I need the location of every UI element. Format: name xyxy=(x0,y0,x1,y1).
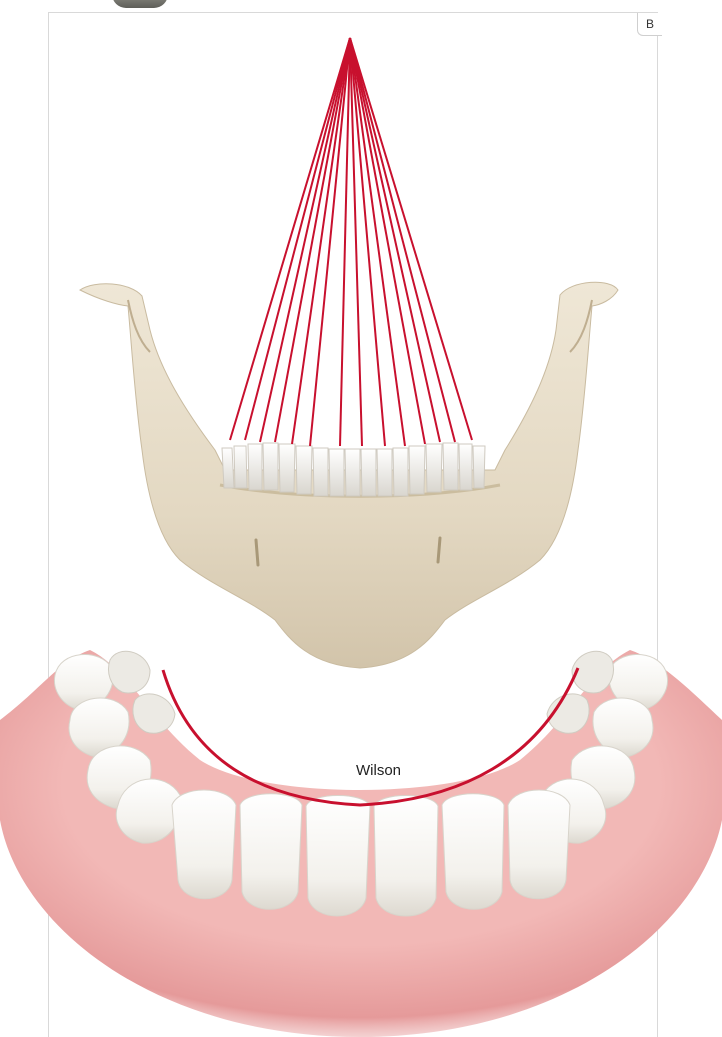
lower-dental-arch xyxy=(0,650,722,1037)
monson-lines xyxy=(230,38,472,446)
mandible-teeth xyxy=(222,443,485,496)
wilson-curve-label: Wilson xyxy=(356,762,401,779)
